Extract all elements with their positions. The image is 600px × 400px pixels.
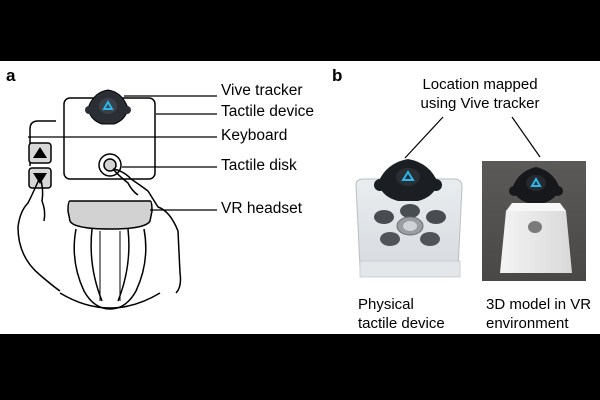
physical-device-photo	[352, 159, 467, 287]
vr-model-caption-line1: 3D model in VR	[486, 296, 592, 313]
figure-canvas: a b Vive tracker Tactile device Keyboard…	[0, 61, 600, 334]
right-arm-outline	[112, 168, 182, 294]
vr-headset-label: VR headset	[221, 200, 302, 217]
vive-tracker-label: Vive tracker	[221, 82, 303, 99]
panel-a-leader-lines	[28, 95, 217, 211]
keyboard-outline	[29, 120, 56, 166]
panel-b-header-line1: Location mapped	[422, 76, 538, 93]
tactile-disk	[98, 153, 122, 177]
panel-b-header: Location mapped using Vive tracker	[410, 75, 550, 113]
left-finger-outline	[39, 176, 46, 222]
figure-graphics	[17, 89, 586, 310]
tactile-device-label: Tactile device	[221, 103, 315, 120]
tactile-disk-center	[103, 158, 117, 172]
vr-model-caption-line2: environment	[486, 315, 569, 332]
vr-headset-strap-outer	[73, 228, 147, 310]
vive-tracker-icon	[85, 89, 131, 125]
physical-device-caption-line2: tactile device	[358, 315, 445, 332]
right-finger-outline	[112, 168, 139, 196]
vr-headset-visor	[67, 200, 153, 230]
left-arm-outline	[17, 176, 61, 292]
panel-b-leader-lines	[404, 116, 541, 159]
physical-device-caption-line1: Physical	[358, 296, 414, 313]
vr-headset-band	[99, 231, 121, 301]
panel-a-illustration	[17, 97, 182, 310]
tactile-disk-label: Tactile disk	[221, 157, 297, 174]
up-arrow-icon	[33, 147, 47, 158]
panel-b-label: b	[332, 66, 343, 85]
panel-b-header-line2: using Vive tracker	[420, 95, 540, 112]
physical-device-caption: Physical tactile device	[358, 295, 445, 333]
keyboard-label: Keyboard	[221, 127, 288, 144]
vr-model-caption: 3D model in VR environment	[486, 295, 591, 333]
shoulders-outline	[59, 292, 161, 309]
panel-a-label: a	[6, 66, 16, 85]
vr-model-render	[482, 161, 586, 281]
